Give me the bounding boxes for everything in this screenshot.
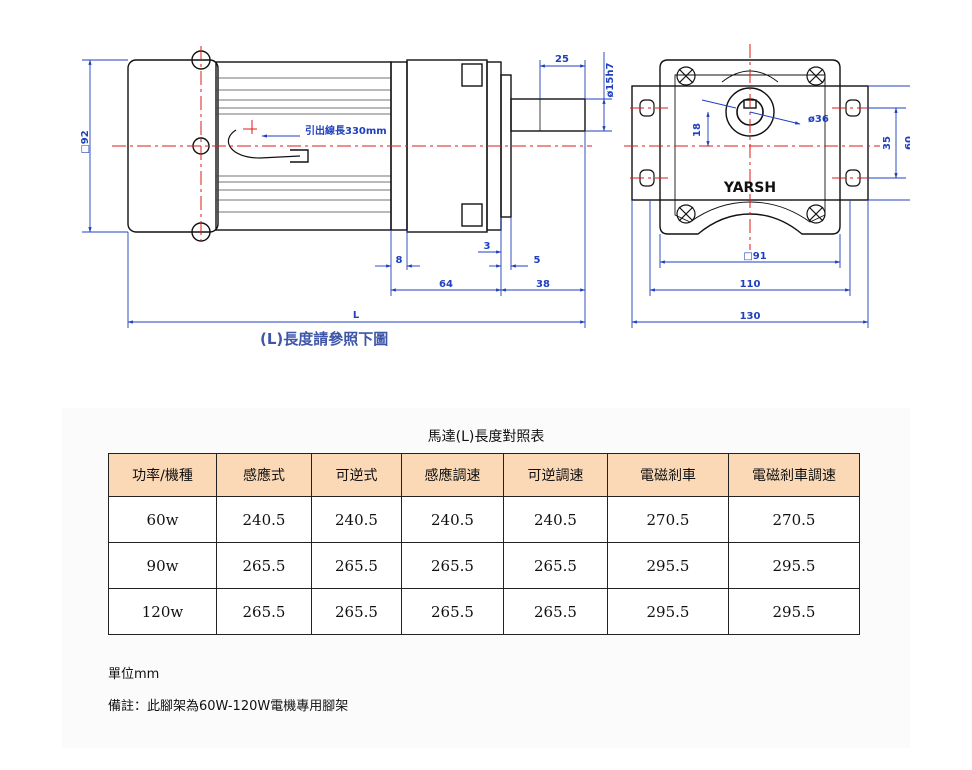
front-dim-lines	[631, 85, 910, 328]
header-induction: 感應式	[216, 453, 312, 497]
wire-connector	[290, 149, 309, 163]
table-cell: 265.5	[401, 542, 504, 589]
table-cell: 240.5	[401, 496, 504, 543]
side-center-lines	[112, 46, 592, 246]
dim-3: 3	[484, 241, 491, 252]
motor-dimension-drawing: □92 引出線長330mm ø15h7 25 8 3 5 64 38 L	[80, 44, 910, 328]
table-cell: 240.5	[216, 496, 312, 543]
unit-note: 單位mm	[108, 667, 160, 682]
length-table: 功率/機種 感應式 可逆式 感應調速 可逆調速 電磁剎車 電磁剎車調速 60w …	[108, 453, 860, 635]
table-cell: 270.5	[728, 496, 860, 543]
dim-5: 5	[534, 255, 541, 266]
table-cell: 270.5	[607, 496, 729, 543]
table-cell: 240.5	[311, 496, 402, 543]
dim-8: 8	[396, 255, 403, 266]
dim-height: □92	[80, 130, 91, 153]
front-center-lines	[624, 44, 880, 250]
dim-64: 64	[439, 279, 453, 290]
table-cell: 90w	[108, 542, 217, 589]
table-row: 90w 265.5 265.5 265.5 265.5 295.5 295.5	[108, 542, 860, 589]
table-cell: 265.5	[401, 588, 504, 635]
dim-91: □91	[743, 251, 766, 262]
table-cell: 265.5	[311, 542, 402, 589]
dim-38: 38	[536, 279, 550, 290]
dim-total-length: L	[353, 310, 360, 321]
dim-shaft-diameter: ø15h7	[605, 63, 616, 98]
table-cell: 240.5	[503, 496, 608, 543]
header-brake-speed: 電磁剎車調速	[728, 453, 860, 497]
table-title: 馬達(L)長度對照表	[427, 429, 545, 445]
dim-130: 130	[740, 311, 761, 322]
table-cell: 265.5	[503, 542, 608, 589]
dim-shaft-length: 25	[555, 54, 569, 65]
header-brake: 電磁剎車	[607, 453, 729, 497]
table-row: 120w 265.5 265.5 265.5 265.5 295.5 295.5	[108, 588, 860, 635]
table-cell: 60w	[108, 496, 217, 543]
dim-110: 110	[740, 279, 761, 290]
table-cell: 265.5	[503, 588, 608, 635]
corner-holes	[676, 66, 826, 224]
side-dim-lines	[82, 52, 612, 328]
lead-wire	[227, 129, 301, 159]
bolt-top	[461, 63, 483, 87]
output-shaft	[510, 98, 586, 132]
table-cell: 120w	[108, 588, 217, 635]
dim-60: 60	[904, 136, 910, 150]
dim-35: 35	[882, 136, 893, 150]
table-cell: 295.5	[728, 542, 860, 589]
table-cell: 265.5	[311, 588, 402, 635]
dim-36: ø36	[808, 114, 829, 125]
dim-lead-wire: 引出線長330mm	[305, 124, 387, 137]
header-reversible-speed: 可逆調速	[503, 453, 608, 497]
header-power-model: 功率/機種	[108, 453, 217, 497]
table-cell: 295.5	[607, 542, 729, 589]
table-cell: 295.5	[728, 588, 860, 635]
header-induction-speed: 感應調速	[401, 453, 504, 497]
technical-drawing-panel: □92 引出線長330mm ø15h7 25 8 3 5 64 38 L	[62, 0, 910, 362]
table-cell: 265.5	[216, 542, 312, 589]
dim-18: 18	[692, 123, 703, 137]
length-caption: (L)長度請參照下圖	[260, 330, 389, 348]
bolt-bottom	[461, 203, 483, 227]
table-row: 60w 240.5 240.5 240.5 240.5 270.5 270.5	[108, 496, 860, 543]
brand-label: YARSH	[723, 180, 776, 196]
table-cell: 295.5	[607, 588, 729, 635]
remark-note: 備註：此腳架為60W-120W電機專用腳架	[108, 699, 349, 714]
side-view	[127, 50, 586, 242]
header-reversible: 可逆式	[311, 453, 402, 497]
table-header-row: 功率/機種 感應式 可逆式 感應調速 可逆調速 電磁剎車 電磁剎車調速	[108, 453, 860, 497]
table-cell: 265.5	[216, 588, 312, 635]
